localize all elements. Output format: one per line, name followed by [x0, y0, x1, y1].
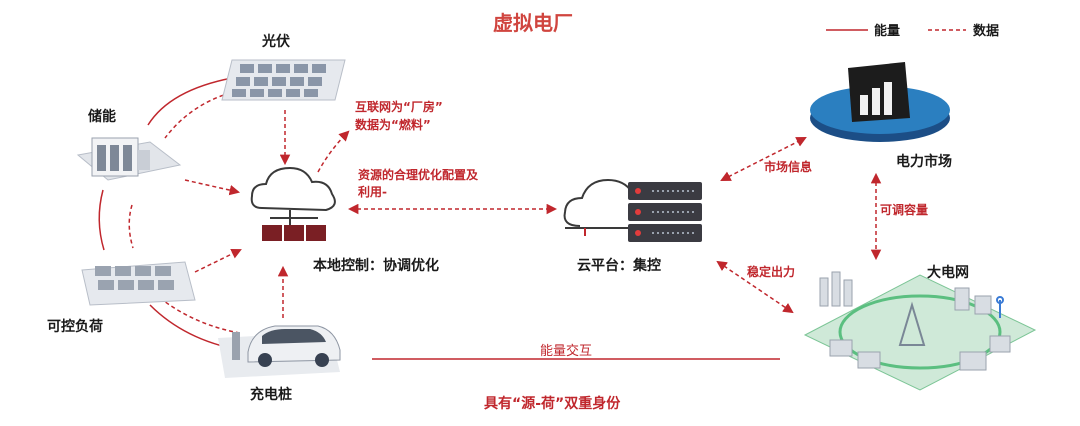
controllable-load-buildings-icon	[81, 261, 196, 306]
node-grid-label: 大电网	[927, 265, 969, 281]
annotation-resource-line2: 利用-	[358, 185, 387, 199]
node-power-market-label: 电力市场	[896, 154, 952, 170]
arrow-cloud-market	[720, 137, 807, 181]
data-arc-pv-storage	[164, 92, 231, 139]
pv-panel-icon	[221, 59, 346, 101]
annotation-adjustable-capacity: 可调容量	[880, 203, 929, 217]
annotation-market-info: 市场信息	[764, 160, 813, 174]
annotation-dual-identity: 具有“源-荷”双重身份	[484, 396, 621, 412]
annotation-energy-exchange: 能量交互	[540, 344, 593, 359]
node-controllable-load-label: 可控负荷	[47, 319, 103, 335]
power-market-disc-icon	[810, 62, 950, 142]
legend-data-label: 数据	[973, 24, 1000, 39]
energy-arc-pv-storage	[147, 77, 233, 126]
data-arc-storage-load	[128, 204, 134, 249]
storage-battery-icon	[76, 137, 182, 181]
cloud-platform-server-icon	[563, 178, 702, 242]
legend-energy-label: 能量	[874, 24, 901, 39]
charging-pile-car-icon	[218, 325, 341, 378]
energy-arc-storage-load	[98, 189, 105, 251]
annotation-data-fuel: 数据为“燃料”	[355, 118, 431, 132]
arrow-load-local	[194, 248, 242, 273]
annotation-resource-line1: 资源的合理优化配置及	[358, 168, 479, 182]
diagram-title: 虚拟电厂	[493, 11, 573, 35]
node-cloud-platform-label: 云平台：集控	[577, 258, 661, 274]
arrow-storage-local	[184, 179, 241, 196]
node-pv-label: 光伏	[262, 34, 290, 50]
local-control-cloud-icon	[250, 166, 336, 241]
node-storage-label: 储能	[88, 109, 116, 125]
annotation-stable-output: 稳定出力	[747, 265, 796, 279]
arrow-local-internet	[317, 130, 350, 173]
data-arc-load-pile	[159, 297, 241, 334]
node-local-control-label: 本地控制：协调优化	[313, 258, 439, 274]
node-charging-pile-label: 充电桩	[250, 387, 292, 403]
grid-city-icon	[803, 271, 1037, 391]
arrow-cloud-grid	[716, 260, 794, 314]
annotation-internet-factory: 互联网为“厂房”	[355, 100, 443, 114]
